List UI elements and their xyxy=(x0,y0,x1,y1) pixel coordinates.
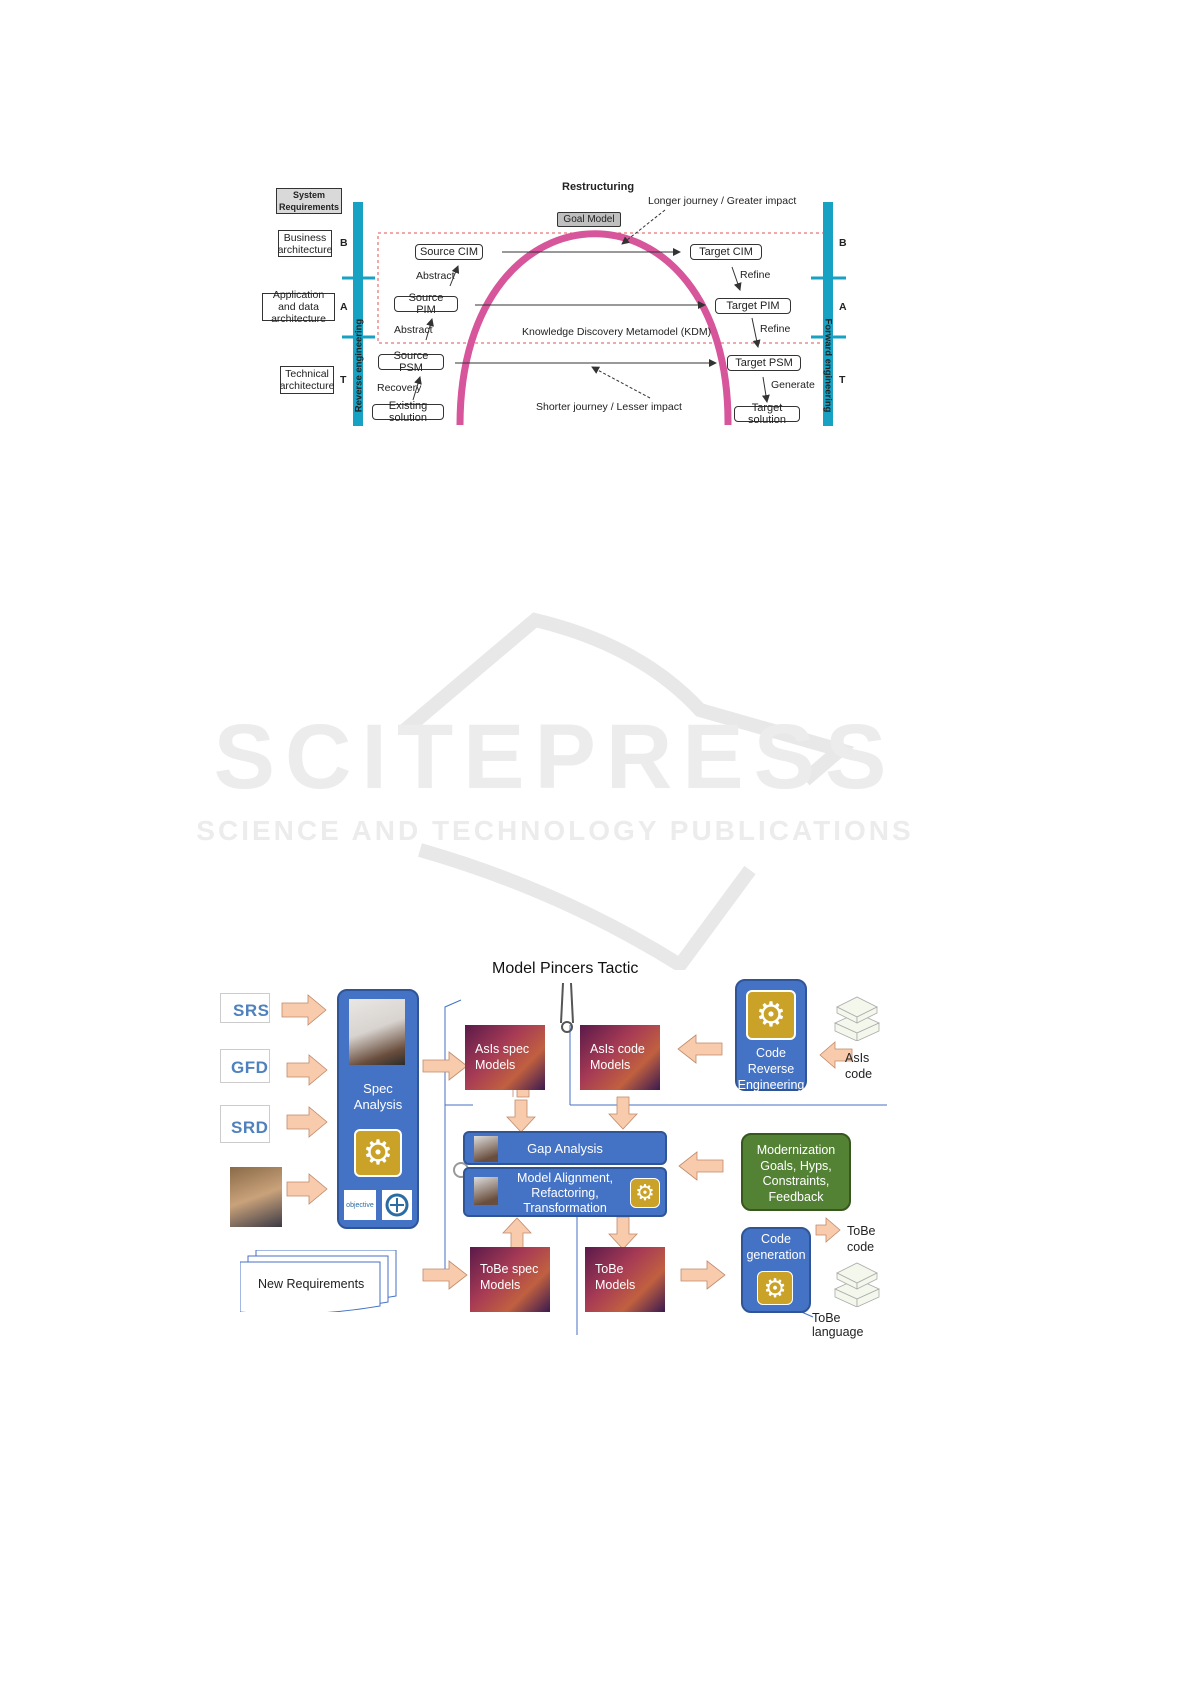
layer-letter-b: B xyxy=(340,237,348,249)
refine-label-2: Refine xyxy=(760,323,791,335)
recovery-label: Recovery xyxy=(377,382,422,394)
forward-engineering-label: Forward engineering xyxy=(822,318,834,413)
model-alignment-panel: Model Alignment, Refactoring, Transforma… xyxy=(463,1167,667,1217)
eclipse-logo-icon xyxy=(382,1190,412,1220)
right-letter-a: A xyxy=(839,301,847,313)
source-psm-box: Source PSM xyxy=(378,350,444,374)
gfd-document: GFD xyxy=(220,1049,270,1083)
srs-document: SRS xyxy=(220,993,270,1023)
gap-analysis-photo xyxy=(474,1136,498,1162)
target-pim-box: Target PIM xyxy=(715,298,791,314)
tobe-code-stack-icon xyxy=(833,1255,881,1308)
watermark-book-icon xyxy=(400,612,855,970)
right-letter-t: T xyxy=(839,374,846,386)
layer-technical: Technical architecture xyxy=(279,366,335,394)
existing-solution-box: Existing solution xyxy=(372,400,444,424)
asis-code-label: AsIs code xyxy=(845,1051,873,1081)
right-letter-b: B xyxy=(839,237,847,249)
figure-2-title: Model Pincers Tactic xyxy=(492,960,639,977)
code-reverse-engineering-panel: ⚙ Code Reverse Engineering xyxy=(735,979,807,1092)
new-requirements-label: New Requirements xyxy=(258,1277,365,1291)
gap-analysis-panel: Gap Analysis xyxy=(463,1131,667,1165)
refine-label-1: Refine xyxy=(740,269,771,281)
source-pim-box: Source PIM xyxy=(394,292,458,316)
tobe-models-label: ToBe Models xyxy=(595,1262,636,1292)
generate-label: Generate xyxy=(771,379,815,391)
asis-spec-label: AsIs spec Models xyxy=(475,1042,530,1072)
modernization-goals-panel: Modernization Goals, Hyps, Constraints, … xyxy=(741,1133,851,1211)
asis-code-stack-icon xyxy=(833,989,881,1042)
layer-business: Business architecture xyxy=(277,230,333,257)
target-solution-box: Target solution xyxy=(734,402,800,426)
figure-1: Restructuring Longer journey / Greater i… xyxy=(260,180,860,430)
model-alignment-gear-icon: ⚙ xyxy=(630,1178,660,1208)
code-generation-gear-icon: ⚙ xyxy=(757,1271,793,1305)
restructuring-title: Restructuring xyxy=(562,181,635,193)
watermark-sub: SCIENCE AND TECHNOLOGY PUBLICATIONS xyxy=(196,815,914,846)
tobe-language-label: ToBe language xyxy=(812,1311,864,1339)
goal-model-box: Goal Model xyxy=(557,212,621,227)
forward-engineering-bar xyxy=(823,202,833,426)
gfd-label: GFD xyxy=(231,1058,269,1077)
layer-application: Application and data architecture xyxy=(262,289,335,325)
objective-logo: objective xyxy=(344,1190,376,1220)
asis-code-models: AsIs code Models xyxy=(580,1025,660,1090)
tobe-spec-label: ToBe spec Models xyxy=(480,1262,539,1292)
objective-logo-text: objective xyxy=(346,1201,374,1209)
reverse-engineering-label: Reverse engineering xyxy=(353,318,365,413)
model-alignment-label: Model Alignment, Refactoring, Transforma… xyxy=(517,1171,613,1215)
shorter-journey-label: Shorter journey / Lesser impact xyxy=(536,401,682,413)
gap-analysis-label: Gap Analysis xyxy=(527,1141,603,1156)
tobe-models: ToBe Models xyxy=(585,1247,665,1312)
asis-spec-models: AsIs spec Models xyxy=(465,1025,545,1090)
source-cim-box: Source CIM xyxy=(415,244,483,260)
restructuring-arch xyxy=(456,230,732,426)
tobe-spec-models: ToBe spec Models xyxy=(470,1247,550,1312)
meeting-photo xyxy=(230,1167,282,1227)
spec-analysis-photo xyxy=(349,999,405,1065)
layer-letter-t: T xyxy=(340,374,347,386)
srd-document: SRD xyxy=(220,1105,270,1143)
reverse-gear-icon: ⚙ xyxy=(746,990,796,1040)
spec-analysis-panel: Spec Analysis ⚙ objective xyxy=(337,989,419,1229)
system-requirements-box: System Requirements xyxy=(276,188,342,214)
abstract-label-1: Abstract xyxy=(416,270,455,282)
code-reverse-label: Code Reverse Engineering xyxy=(737,1046,805,1092)
target-psm-box: Target PSM xyxy=(727,355,801,371)
modernization-label: Modernization Goals, Hyps, Constraints, … xyxy=(756,1143,836,1204)
asis-code-label: AsIs code Models xyxy=(590,1042,645,1072)
layer-letter-a: A xyxy=(340,301,348,313)
watermark: SCITEPRESS SCIENCE AND TECHNOLOGY PUBLIC… xyxy=(140,590,970,970)
tobe-code-label: ToBe code xyxy=(847,1224,876,1254)
target-cim-box: Target CIM xyxy=(690,244,762,260)
srs-label: SRS xyxy=(233,1001,270,1020)
spec-analysis-gear-icon: ⚙ xyxy=(354,1129,402,1177)
watermark-main: SCITEPRESS xyxy=(213,706,897,808)
new-requirements-docs: New Requirements xyxy=(240,1250,400,1312)
code-generation-label: Code generation xyxy=(746,1232,806,1262)
longer-journey-label: Longer journey / Greater impact xyxy=(648,195,797,207)
abstract-label-2: Abstract xyxy=(394,324,433,336)
figure-1-graphics xyxy=(342,202,846,426)
model-alignment-photo xyxy=(474,1177,498,1205)
figure-2: Model Pincers Tactic SRS GFD SRD xyxy=(215,955,895,1339)
kdm-label: Knowledge Discovery Metamodel (KDM) xyxy=(522,326,712,338)
code-generation-panel: Code generation ⚙ xyxy=(741,1227,811,1313)
srd-label: SRD xyxy=(231,1118,269,1137)
spec-analysis-label: Spec Analysis xyxy=(353,1081,403,1112)
reverse-engineering-bar xyxy=(353,202,363,426)
